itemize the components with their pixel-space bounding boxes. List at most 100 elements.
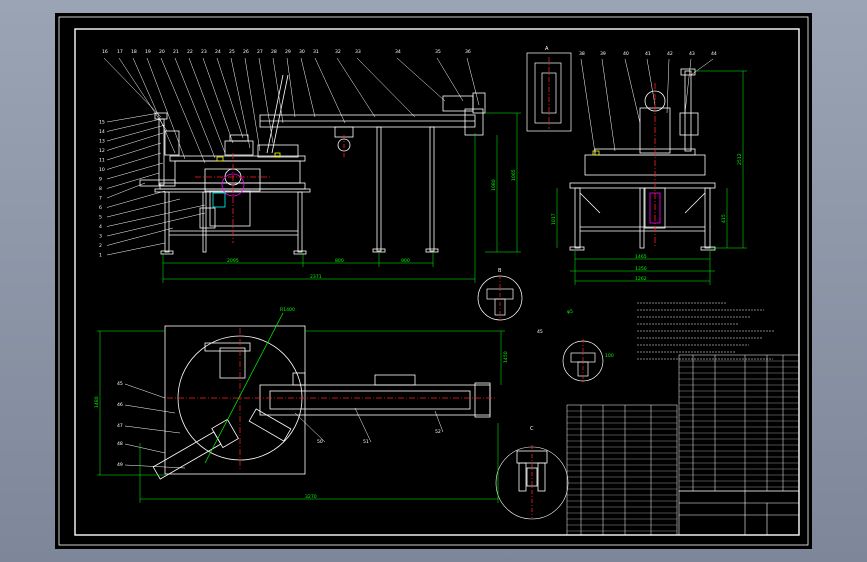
balloon-label: 36 (465, 49, 471, 55)
balloon-label: 24 (215, 49, 221, 55)
dim-label: 1465 (635, 254, 647, 260)
bill-of-materials-left (566, 404, 678, 536)
side-dimensions (556, 70, 747, 285)
plan-gripper-arm-2 (248, 408, 292, 442)
dim-label: R1400 (280, 307, 295, 313)
detail-circle-b (477, 275, 523, 321)
balloon-label: 5 (99, 215, 102, 221)
side-upright-head (680, 68, 696, 76)
leader-line (132, 57, 176, 154)
dim-label: 1350 (635, 266, 647, 272)
side-leg (574, 187, 581, 249)
side-diag (579, 192, 601, 214)
bom-frame (566, 404, 678, 536)
leader-line (106, 112, 160, 123)
left-arm (139, 179, 176, 187)
gear-housing (204, 168, 261, 192)
inner-border (74, 28, 800, 536)
gripper-pin (526, 467, 538, 487)
balloon-label: 38 (579, 51, 585, 57)
dim-label: 415 (721, 214, 727, 223)
leader-line (124, 425, 181, 434)
sheet-border (58, 16, 809, 546)
dim-label: 800 (335, 258, 344, 264)
balloon-label: 8 (99, 186, 102, 192)
table-leg (297, 191, 303, 253)
leader-line (300, 57, 316, 118)
table-top (159, 182, 306, 190)
plan-fixture (219, 347, 246, 379)
leader-line (666, 58, 670, 114)
leader-line (624, 58, 641, 124)
dim-label: 2512 (737, 153, 743, 165)
balloon-label: 30 (299, 49, 305, 55)
side-accents (592, 83, 661, 248)
gripper-jaw (518, 462, 527, 492)
balloon-label: 26 (243, 49, 249, 55)
highlight-part (592, 150, 600, 156)
leader-line (106, 198, 181, 218)
dim-label: 2095 (227, 258, 239, 264)
side-leg (639, 187, 645, 249)
technical-notes (637, 302, 775, 360)
balloon-label: 15 (99, 120, 105, 126)
front-dim-text: 2095 800 900 2371 1080 1065 (227, 169, 517, 280)
leader-line (106, 212, 206, 237)
balloon-label: 51 (363, 439, 369, 445)
bom-frame (678, 354, 800, 492)
balloon-label: 48 (117, 441, 123, 447)
balloon-label: 52 (435, 429, 441, 435)
balloon-label: 1 (99, 253, 102, 259)
plan-arm-rail (269, 390, 471, 410)
plan-fixture-head (204, 342, 251, 352)
side-platform-top (594, 148, 696, 156)
gripper-arm-body (152, 431, 222, 480)
balloon-label: 2 (99, 243, 102, 249)
balloon-label: 45 (117, 381, 123, 387)
plan-gripper-arm (152, 418, 239, 480)
leader-line (106, 190, 166, 208)
table-leg (164, 191, 170, 253)
balloon-label: 28 (271, 49, 277, 55)
side-dim-text: 1465 1350 1262 1017 415 2512 (551, 153, 743, 282)
balloon-label: 13 (99, 139, 105, 145)
detail-frame (526, 52, 572, 132)
dim-label: 100 (605, 353, 614, 359)
dim-label: 1065 (511, 169, 517, 181)
leader-line (160, 57, 206, 164)
balloon-label: 12 (99, 148, 105, 154)
leader-line (124, 443, 166, 454)
dim-label: 900 (401, 258, 410, 264)
gripper-arm-end (211, 418, 239, 449)
drive-motor-cap (472, 92, 486, 114)
leader-line (106, 172, 160, 189)
side-foot (700, 246, 716, 251)
balloon-label: 50 (317, 439, 323, 445)
leader-line (272, 57, 284, 124)
balloon-label: 9 (99, 177, 102, 183)
front-elevation (139, 74, 486, 255)
balloon-label: 14 (99, 129, 105, 135)
plan-mount (292, 372, 306, 386)
balloon-label: 34 (395, 49, 401, 55)
leader-line (106, 227, 174, 246)
highlight-bolt (274, 152, 281, 158)
balloon-label: 42 (667, 51, 673, 57)
leader-line (286, 57, 296, 118)
balloon-label: 33 (355, 49, 361, 55)
balloon-label: 46 (117, 402, 123, 408)
balloon-label: 7 (99, 196, 102, 202)
leader-line (436, 57, 464, 102)
hidden-cylinder (649, 192, 661, 224)
balloon-label: 21 (173, 49, 179, 55)
detail-label: C (530, 426, 534, 432)
balloon-label: 29 (285, 49, 291, 55)
leader-line (106, 152, 162, 170)
balloon-label: 6 (99, 205, 102, 211)
leader-line (124, 383, 166, 399)
dim-label: 1080 (491, 179, 497, 191)
gripper-arm-body (248, 408, 292, 442)
